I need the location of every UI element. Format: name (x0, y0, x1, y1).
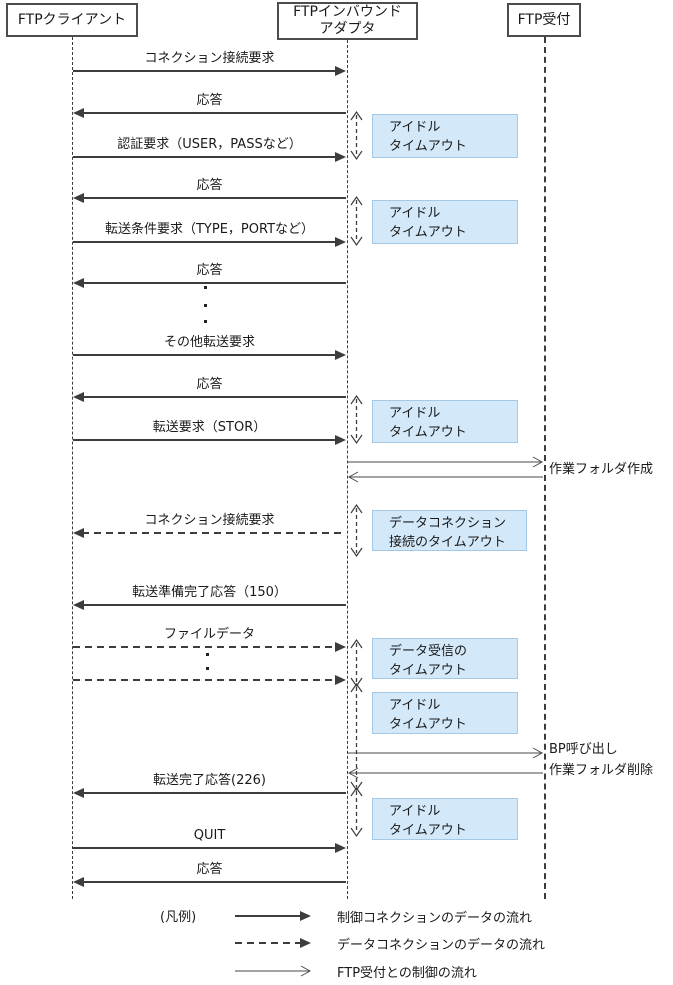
annotation-work-folder-create: 作業フォルダ作成 (549, 462, 654, 477)
control-arrow (73, 66, 346, 76)
legend-title: (凡例) (160, 910, 197, 925)
message-label: 応答 (196, 862, 223, 877)
timeout-box: データコネクション接続のタイムアウト (372, 510, 527, 551)
control-arrow (73, 193, 346, 203)
control-arrow (73, 152, 346, 162)
actor-label: FTPクライアント (17, 11, 127, 28)
data-arrow (73, 528, 346, 538)
timeout-duration-arrow (350, 503, 363, 558)
timeout-duration-arrow (350, 682, 363, 792)
legend-label-thin: FTP受付との制御の流れ (337, 966, 477, 981)
actor-label: アダプタ (319, 21, 376, 37)
legend-arrow-thin (235, 965, 312, 977)
message-label: 応答 (196, 377, 223, 392)
timeout-label: タイムアウト (389, 225, 467, 240)
control-arrow (73, 843, 346, 853)
ellipsis-dot (206, 653, 209, 656)
message-label: ファイルデータ (163, 627, 255, 642)
message-label: 転送準備完了応答（150） (132, 585, 287, 600)
timeout-duration-arrow (350, 195, 363, 247)
annotation-bp-call: BP呼び出し (549, 742, 618, 757)
timeout-label: タイムアウト (389, 823, 467, 838)
message-label: 応答 (196, 93, 223, 108)
timeout-label: タイムアウト (389, 663, 467, 678)
timeout-label: アイドル (389, 804, 441, 819)
message-label: 応答 (196, 263, 223, 278)
control-arrow (73, 392, 346, 402)
ellipsis-dot (206, 667, 209, 670)
legend-label-control: 制御コネクションのデータの流れ (337, 911, 533, 926)
timeout-label: タイムアウト (389, 139, 467, 154)
data-arrow (73, 675, 346, 685)
control-arrow (73, 600, 346, 610)
legend-arrow-control (235, 911, 311, 921)
timeout-box: データ受信のタイムアウト (372, 638, 518, 679)
ellipsis-dot (204, 320, 207, 323)
control-arrow (73, 788, 346, 798)
legend-label-data: データコネクションのデータの流れ (337, 938, 546, 953)
actor-label: FTP受付 (517, 11, 571, 28)
data-arrow (73, 642, 346, 652)
actor-ftp-reception: FTP受付 (507, 3, 581, 37)
message-label: 転送条件要求（TYPE，PORTなど） (104, 222, 315, 237)
timeout-label: 接続のタイムアウト (389, 535, 506, 550)
control-arrow (73, 278, 346, 288)
actor-ftp-client: FTPクライアント (6, 3, 138, 37)
timeout-label: アイドル (389, 406, 441, 421)
timeout-box: アイドルタイムアウト (372, 114, 518, 158)
actor-ftp-inbound-adapter: FTPインバウンドアダプタ (277, 2, 418, 40)
timeout-duration-arrow (350, 638, 363, 688)
message-label: QUIT (193, 828, 226, 843)
timeout-box: アイドルタイムアウト (372, 798, 518, 840)
control-arrow (73, 237, 346, 247)
timeout-label: アイドル (389, 120, 441, 135)
legend-arrow-data (235, 938, 311, 948)
timeout-duration-arrow (350, 110, 363, 161)
message-label: 転送要求（STOR） (152, 420, 267, 435)
timeout-duration-arrow (350, 394, 363, 445)
message-label: その他転送要求 (163, 335, 255, 350)
timeout-label: データコネクション (389, 516, 507, 531)
ellipsis-dot (204, 286, 207, 289)
annotation-work-folder-delete: 作業フォルダ削除 (549, 763, 654, 778)
thin-arrow (348, 747, 544, 759)
message-label: 認証要求（USER，PASSなど） (117, 137, 302, 152)
timeout-duration-arrow (350, 786, 363, 838)
timeout-label: タイムアウト (389, 425, 467, 440)
timeout-label: アイドル (389, 206, 441, 221)
control-arrow (73, 350, 346, 360)
timeout-label: アイドル (389, 698, 441, 713)
actor-label: FTPインバウンド (293, 4, 402, 20)
lifeline-ftp-inbound-adapter (347, 40, 348, 899)
ellipsis-dot (204, 304, 207, 307)
thin-arrow (347, 471, 543, 483)
message-label: 応答 (196, 178, 223, 193)
timeout-box: アイドルタイムアウト (372, 692, 518, 734)
timeout-box: アイドルタイムアウト (372, 400, 518, 443)
message-label: コネクション接続要求 (144, 51, 275, 66)
control-arrow (73, 108, 346, 118)
lifeline-ftp-reception (544, 37, 546, 899)
thin-arrow (348, 456, 544, 468)
control-arrow (73, 877, 346, 887)
timeout-label: タイムアウト (389, 717, 467, 732)
thin-arrow (347, 767, 543, 779)
control-arrow (73, 435, 346, 445)
timeout-label: データ受信の (389, 644, 468, 659)
message-label: コネクション接続要求 (144, 513, 275, 528)
timeout-box: アイドルタイムアウト (372, 200, 518, 244)
lifeline-ftp-client (72, 37, 73, 899)
message-label: 転送完了応答(226) (153, 773, 266, 788)
